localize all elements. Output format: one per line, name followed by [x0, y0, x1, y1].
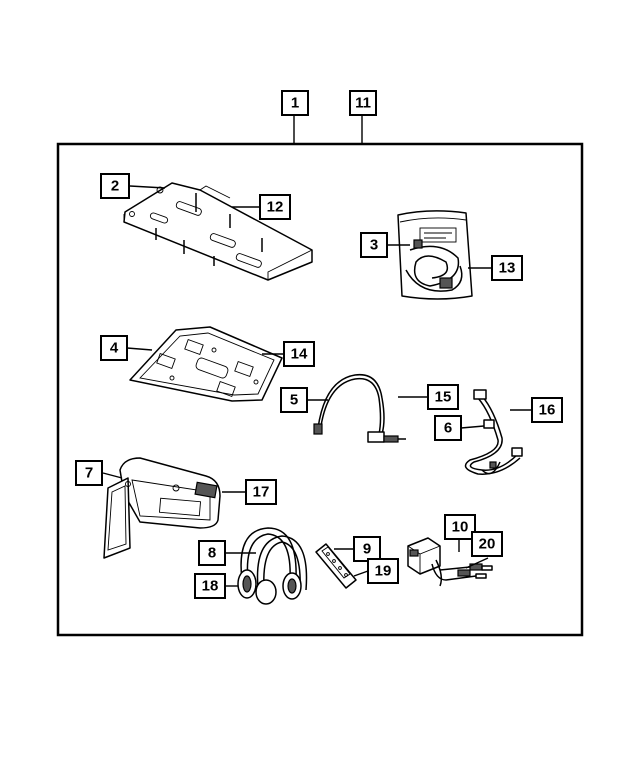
- callout-label-2: 2: [111, 178, 119, 195]
- callout-label-3: 3: [370, 237, 378, 254]
- callout-label-16: 16: [539, 402, 556, 419]
- callout-8: 8: [198, 540, 226, 566]
- callout-label-17: 17: [253, 484, 270, 501]
- aux-module-icon: [407, 537, 493, 587]
- leader-6: [460, 425, 485, 429]
- callout-label-14: 14: [291, 346, 308, 363]
- callout-9: 9: [353, 536, 381, 562]
- callout-label-1: 1: [291, 95, 299, 112]
- harness-icon: [464, 389, 523, 475]
- callout-16: 16: [531, 397, 563, 423]
- callout-3: 3: [360, 232, 388, 258]
- leader-4: [126, 347, 153, 351]
- parts-bag-icon: [397, 210, 473, 300]
- callout-5: 5: [280, 387, 308, 413]
- callout-label-13: 13: [499, 260, 516, 277]
- callout-label-10: 10: [452, 519, 469, 536]
- callout-1: 1: [281, 90, 309, 116]
- callout-label-4: 4: [110, 340, 119, 357]
- leader-20: [465, 557, 489, 569]
- diagram-frame: [56, 142, 584, 637]
- callout-7: 7: [75, 460, 103, 486]
- callout-11: 11: [349, 90, 377, 116]
- callout-19: 19: [367, 558, 399, 584]
- callout-20: 20: [471, 531, 503, 557]
- callout-4: 4: [100, 335, 128, 361]
- callout-label-18: 18: [202, 578, 219, 595]
- callout-18: 18: [194, 573, 226, 599]
- callout-label-8: 8: [208, 545, 216, 562]
- headphones-icon: [237, 527, 308, 605]
- callout-15: 15: [427, 384, 459, 410]
- callout-label-9: 9: [363, 541, 371, 558]
- callout-label-12: 12: [267, 199, 284, 216]
- remote-control-icon: [315, 543, 357, 589]
- callout-6: 6: [434, 415, 462, 441]
- callout-label-5: 5: [290, 392, 298, 409]
- callout-label-20: 20: [479, 536, 496, 553]
- callout-2: 2: [100, 173, 130, 199]
- callout-label-7: 7: [85, 465, 93, 482]
- callout-13: 13: [491, 255, 523, 281]
- leader-19: [353, 570, 369, 577]
- callout-label-6: 6: [444, 420, 452, 437]
- trim-plate-icon: [129, 326, 283, 402]
- leader-2: [129, 185, 166, 189]
- callout-14: 14: [283, 341, 315, 367]
- callout-10: 10: [444, 514, 476, 540]
- callout-label-19: 19: [375, 563, 392, 580]
- callout-17: 17: [245, 479, 277, 505]
- video-screen-icon: [103, 457, 221, 559]
- callout-label-11: 11: [355, 95, 371, 112]
- callout-label-15: 15: [435, 389, 452, 406]
- leader-7: [102, 472, 123, 479]
- callout-12: 12: [259, 194, 291, 220]
- cable-icon: [313, 373, 406, 443]
- bracket-plate-icon: [123, 182, 313, 281]
